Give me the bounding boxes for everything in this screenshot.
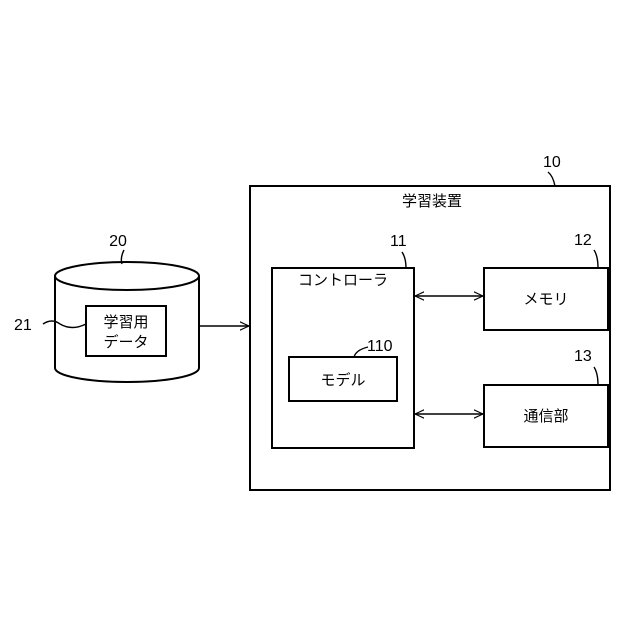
- learning-device-label: 学習装置: [402, 192, 462, 210]
- learning-device-ref: 10: [543, 154, 561, 171]
- model-label: モデル: [320, 371, 365, 389]
- comm-label: 通信部: [523, 407, 568, 425]
- comm-ref: 13: [574, 348, 592, 365]
- learning-device-leader: [548, 172, 555, 186]
- memory-label: メモリ: [523, 290, 568, 308]
- database-ref: 20: [109, 233, 127, 250]
- memory-ref: 12: [574, 232, 592, 249]
- controller-ref: 11: [390, 233, 407, 250]
- model-ref: 110: [367, 338, 393, 355]
- training-data-ref: 21: [14, 317, 32, 334]
- training-data-label-line1: 学習用: [103, 313, 148, 331]
- controller-label: コントローラ: [298, 271, 388, 289]
- training-data-label-line2: データ: [103, 333, 148, 351]
